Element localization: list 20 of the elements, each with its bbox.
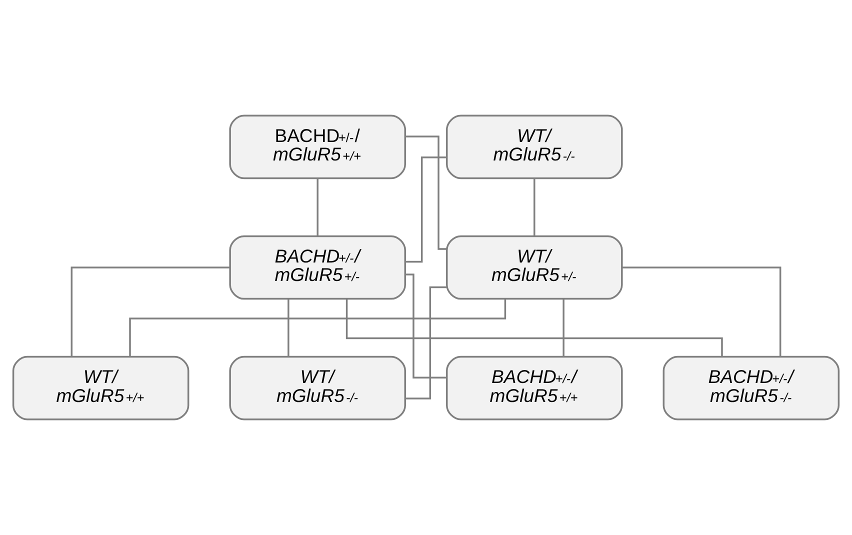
connector (288, 298, 290, 356)
node-box: BACHD+/-/ mGluR5+/+ (446, 356, 623, 420)
connector (562, 298, 564, 356)
connector (70, 266, 230, 357)
connector (405, 136, 447, 250)
connector (534, 178, 536, 236)
connector (405, 274, 447, 378)
connector (316, 178, 318, 236)
node-box: BACHD+/-/ mGluR5-/- (662, 356, 840, 420)
node-box: BACHD+/-/ mGluR5+/- (229, 235, 406, 300)
node-box: BACHD+/-/ mGluR5+/+ (229, 114, 406, 180)
node-box: WT/ mGluR5+/- (446, 235, 623, 300)
connector (622, 266, 782, 357)
node-box: WT/ mGluR5-/- (446, 114, 623, 180)
connector (406, 156, 447, 263)
node-box: WT/ mGluR5+/+ (12, 356, 190, 420)
connector (405, 286, 446, 400)
connector (129, 298, 506, 357)
connector (346, 299, 723, 356)
node-box: WT/ mGluR5-/- (229, 356, 406, 420)
